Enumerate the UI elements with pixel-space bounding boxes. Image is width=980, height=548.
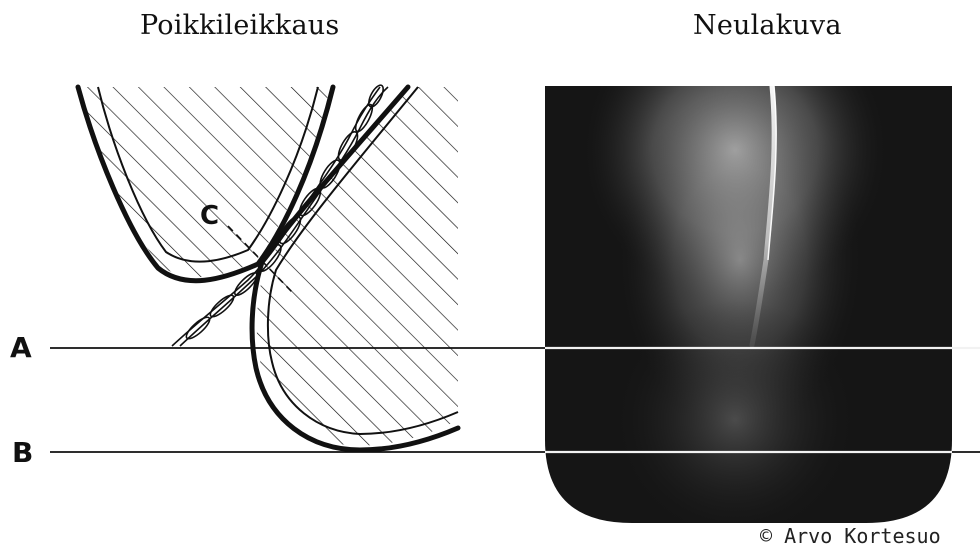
c-label: C: [200, 201, 219, 231]
line-b-label: B: [12, 436, 33, 469]
needle-image: [545, 0, 952, 540]
copyright-notice: © Arvo Kortesuo: [760, 524, 941, 548]
cross-section-drawing: [78, 83, 458, 450]
line-a-label: A: [10, 331, 32, 364]
